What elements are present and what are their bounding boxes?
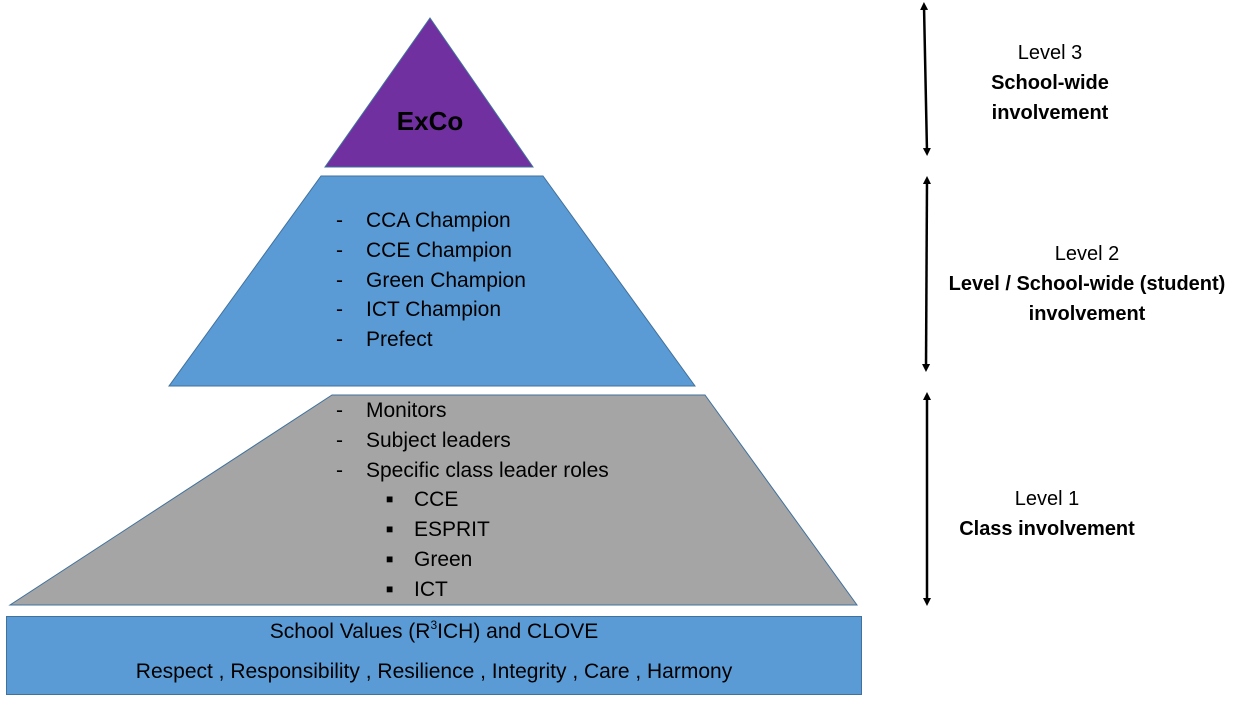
school-values-title: School Values (R3ICH) and CLOVE [269,618,599,643]
level-number: Level 3 [1017,42,1083,64]
level-description: involvement [1028,303,1146,325]
list-item: -CCE Champion [336,238,512,262]
level3-side-label: Level 3 School-wide involvement [950,38,1150,128]
level1-trapezoid [8,394,858,606]
level-number: Level 1 [1014,488,1080,510]
level-description: Class involvement [959,518,1135,540]
level3-title: ExCo [396,106,464,136]
list-item: -CCA Champion [336,209,511,232]
square-bullet-icon: ■ [386,581,394,596]
square-bullet-icon: ■ [386,492,394,507]
level-description: involvement [991,102,1109,124]
level1-side-label: Level 1 Class involvement [947,484,1147,544]
list-item: -Green Champion [336,268,526,292]
list-item: -Prefect [336,328,433,352]
square-bullet-icon: ■ [386,522,394,537]
list-item: -Subject leaders [336,428,511,452]
sub-list-item: ■Green [336,545,609,575]
school-values-base [6,616,862,695]
list-item: -Specific class leader roles [336,458,609,482]
level2-side-label: Level 2 Level / School-wide (student) in… [932,239,1242,329]
level-description: Level / School-wide (student) [948,273,1226,295]
level2-trapezoid [168,175,696,387]
sub-list-item: ■ESPRIT [336,515,609,545]
level-number: Level 2 [1054,243,1120,265]
list-item: -Monitors [336,399,447,422]
sub-list-item: ■CCE [336,485,609,515]
level2-range-arrow [922,176,931,372]
sub-list-item: ■ICT [336,575,609,605]
level-description: School-wide [991,72,1109,94]
level3-triangle [324,17,534,168]
school-values-list: Respect , Responsibility , Resilience , … [135,660,733,683]
level1-list: -Monitors -Subject leaders -Specific cla… [336,396,609,605]
square-bullet-icon: ■ [386,551,394,566]
level3-range-arrow [920,2,931,156]
level2-list: -CCA Champion -CCE Champion -Green Champ… [336,206,526,355]
list-item: -ICT Champion [336,298,502,322]
